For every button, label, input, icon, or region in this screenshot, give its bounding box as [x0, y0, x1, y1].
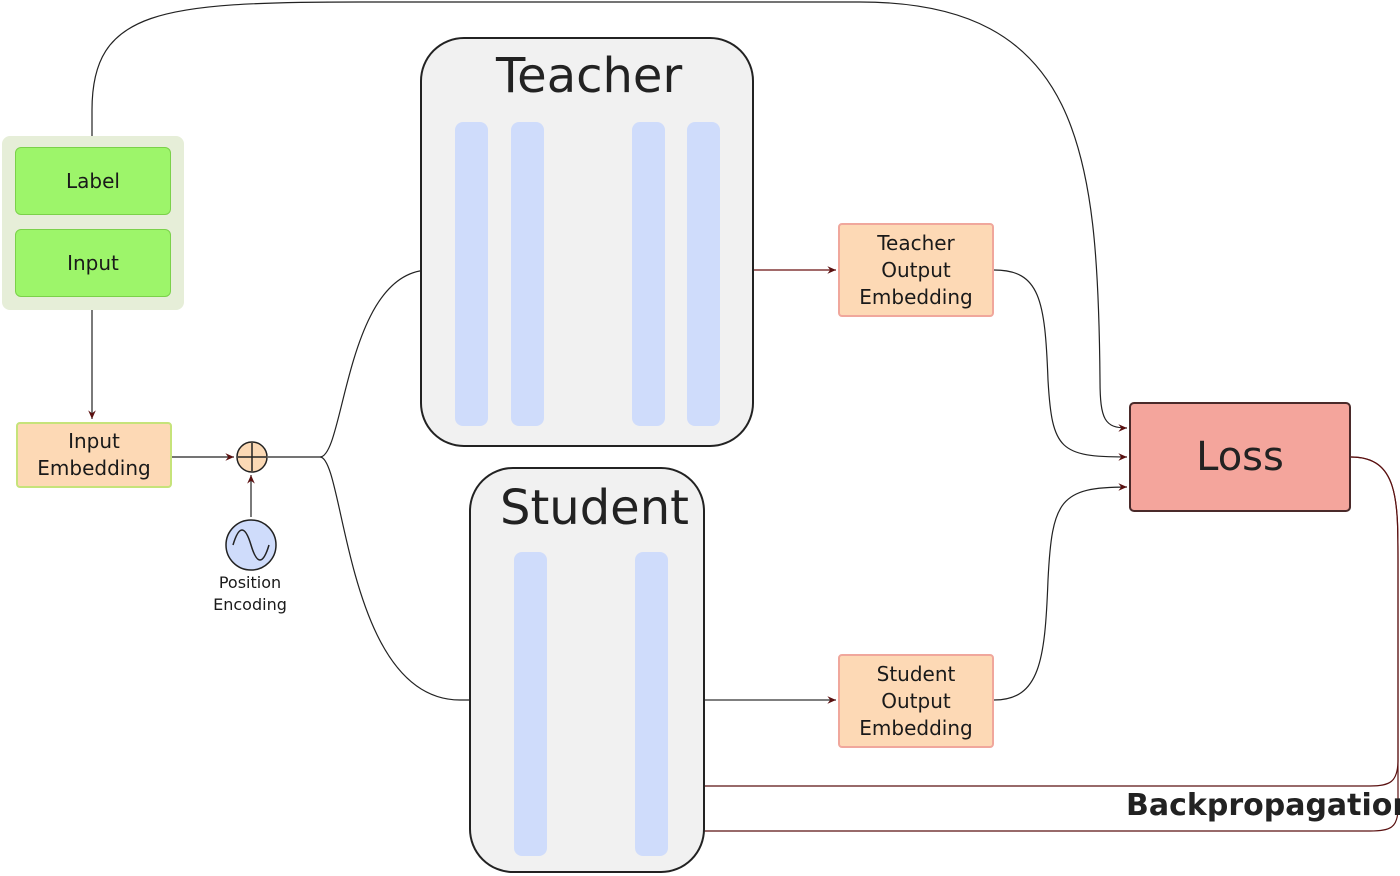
student-layer: [635, 552, 668, 856]
teacher-layer: [687, 122, 720, 426]
teacher-output-to-loss-connector: [993, 269, 1128, 461]
position-encoding-label: Position Encoding: [213, 573, 287, 614]
input-node: Input: [15, 229, 171, 297]
adder-icon: [236, 441, 268, 473]
loss-text: Loss: [1196, 434, 1284, 480]
student-output-text: Student Output Embedding: [859, 661, 973, 740]
input-embedding-node: Input Embedding: [16, 422, 172, 488]
teacher-output-node: Teacher Output Embedding: [838, 223, 994, 317]
teacher-layer: [632, 122, 665, 426]
split-to-teacher-connector: [319, 266, 454, 458]
label-text: Label: [66, 169, 120, 193]
student-output-node: Student Output Embedding: [838, 654, 994, 748]
input-embedding-text: Input Embedding: [37, 429, 151, 480]
student-output-to-loss-connector: [993, 483, 1128, 701]
student-layer: [514, 552, 547, 856]
backpropagation-label: Backpropagation: [1126, 788, 1400, 823]
teacher-layer: [455, 122, 488, 426]
teacher-output-text: Teacher Output Embedding: [859, 230, 973, 309]
sine-wave-icon: [225, 519, 277, 571]
split-to-student-connector: [319, 456, 513, 704]
input-text: Input: [67, 251, 119, 275]
label-to-loss-connector: [91, 1, 1128, 432]
backprop-connector-2: [547, 456, 1399, 835]
teacher-title: Teacher: [496, 48, 683, 104]
teacher-layer: [511, 122, 544, 426]
student-title: Student: [500, 480, 689, 536]
label-node: Label: [15, 147, 171, 215]
loss-node: Loss: [1129, 402, 1351, 512]
